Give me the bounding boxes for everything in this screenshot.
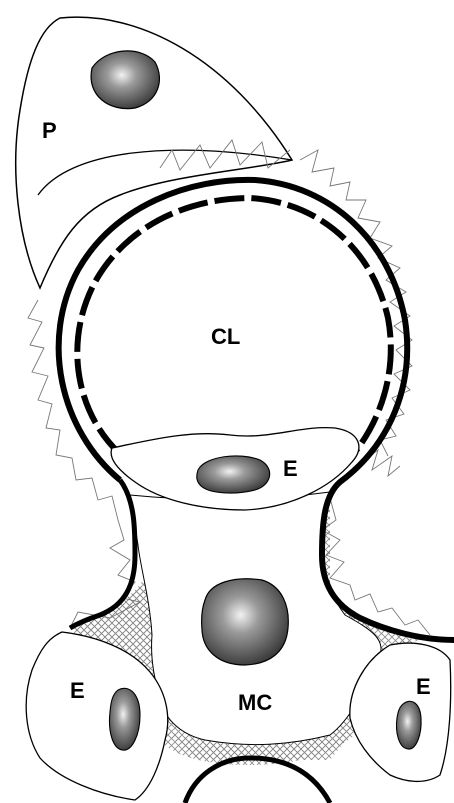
label-endothelial-right: E — [416, 674, 431, 699]
mesangial-nucleus — [202, 579, 289, 665]
pericyte-cell — [16, 17, 292, 288]
label-endothelial-left: E — [70, 678, 85, 703]
endothelial-nucleus-right — [396, 701, 421, 749]
label-pericyte: P — [42, 118, 57, 143]
label-mesangial-cell: MC — [238, 690, 272, 715]
label-capillary-lumen: CL — [211, 324, 240, 349]
pericyte-nucleus — [91, 51, 159, 109]
label-endothelial-center: E — [283, 456, 298, 481]
endothelial-nucleus-center — [197, 456, 270, 493]
